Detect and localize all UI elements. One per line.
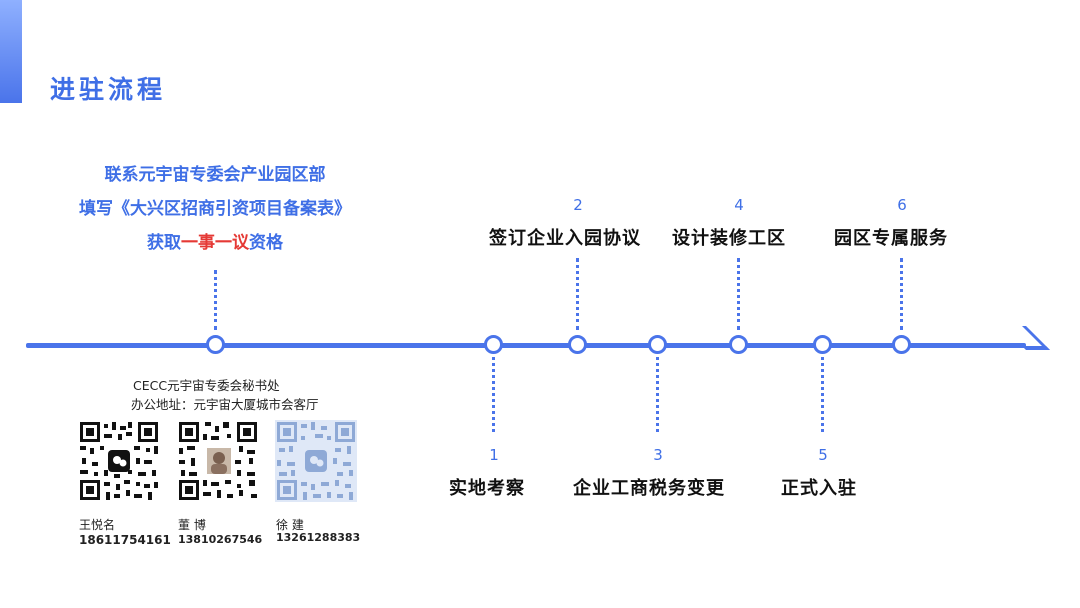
- intro-line-2: 填写《大兴区招商引资项目备案表》: [79, 199, 351, 219]
- timeline-node-4: [729, 335, 748, 354]
- connector-dots: [656, 357, 659, 432]
- contact-phone-1: 18611754161: [79, 533, 171, 547]
- intro-line-1: 联系元宇宙专委会产业园区部: [104, 165, 326, 185]
- timeline-node-1: [484, 335, 503, 354]
- timeline-node-3: [648, 335, 667, 354]
- contact-phone-3: 13261288383: [276, 531, 361, 544]
- wechat-qr-code-icon: [78, 420, 160, 502]
- step-label-3: 企业工商税务变更: [573, 478, 725, 499]
- timeline-node-6: [892, 335, 911, 354]
- connector-dots: [821, 357, 824, 432]
- connector-dots: [492, 357, 495, 432]
- step-number-1: 1: [489, 446, 499, 464]
- intro-line-3-prefix: 获取: [147, 233, 181, 253]
- wechat-qr-code-icon: [275, 420, 357, 502]
- contact-name-2: 董 博: [178, 518, 206, 532]
- connector-dots: [214, 270, 217, 330]
- connector-dots: [900, 258, 903, 330]
- step-label-2: 签订企业入园协议: [489, 228, 641, 249]
- step-label-5: 正式入驻: [781, 478, 857, 499]
- intro-text: 联系元宇宙专委会产业园区部 填写《大兴区招商引资项目备案表》 获取一事一议资格: [40, 158, 390, 260]
- intro-line-3: 获取一事一议资格: [40, 226, 390, 260]
- connector-dots: [576, 258, 579, 330]
- contact-phone-2: 13810267546: [178, 533, 263, 546]
- step-number-2: 2: [573, 196, 583, 214]
- timeline-node-5: [813, 335, 832, 354]
- step-number-6: 6: [897, 196, 907, 214]
- timeline-node-2: [568, 335, 587, 354]
- connector-dots: [737, 258, 740, 330]
- accent-bar: [0, 0, 22, 103]
- timeline-line: [26, 343, 1026, 348]
- intro-line-3-suffix: 资格: [249, 233, 283, 253]
- intro-highlight: 一事一议: [181, 233, 249, 253]
- office-address: 办公地址：元宇宙大厦城市会客厅: [131, 397, 319, 412]
- contact-name-1: 王悦名: [79, 518, 116, 532]
- contact-name-3: 徐 建: [276, 518, 304, 532]
- step-label-4: 设计装修工区: [672, 228, 786, 249]
- step-number-5: 5: [818, 446, 828, 464]
- office-name: CECC元宇宙专委会秘书处: [133, 378, 280, 393]
- step-label-6: 园区专属服务: [834, 228, 948, 249]
- step-number-4: 4: [734, 196, 744, 214]
- timeline-node-start: [206, 335, 225, 354]
- step-label-1: 实地考察: [449, 478, 525, 499]
- wechat-qr-code-icon: [177, 420, 259, 502]
- page-title: 进驻流程: [50, 75, 167, 104]
- step-number-3: 3: [653, 446, 663, 464]
